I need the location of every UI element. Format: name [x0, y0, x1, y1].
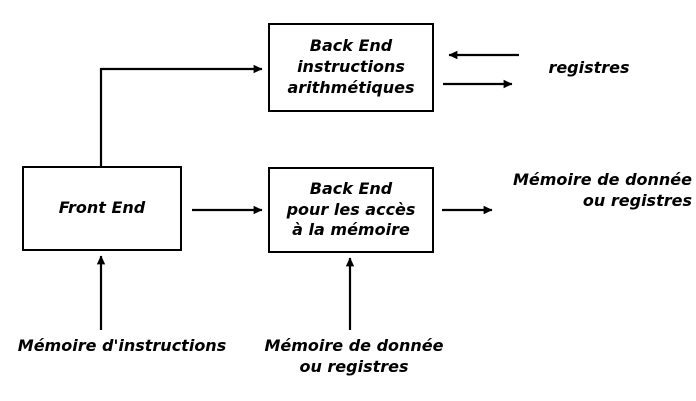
- edge-front-end-to-back-end-arith: [99, 64, 263, 166]
- node-line: arithmétiques: [287, 77, 415, 97]
- node-line: à la mémoire: [292, 220, 410, 240]
- label-line: ou registres: [299, 356, 409, 376]
- node-line: Back End: [309, 36, 393, 56]
- label-registres: registres: [524, 58, 654, 79]
- label-line: ou registres: [582, 190, 692, 210]
- label-memoire-instructions: Mémoire d'instructions: [8, 336, 236, 357]
- label-memoire-donnee-registres-bottom: Mémoire de donnée ou registres: [258, 336, 450, 378]
- label-line: Mémoire d'instructions: [17, 336, 227, 355]
- node-front-end[interactable]: Front End: [22, 166, 182, 251]
- node-back-end-arithmetic[interactable]: Back End instructions arithmétiques: [268, 23, 434, 112]
- node-line: pour les accès: [286, 199, 416, 219]
- node-back-end-memory[interactable]: Back End pour les accès à la mémoire: [268, 167, 434, 253]
- node-line: Back End: [309, 178, 393, 198]
- node-line: instructions: [297, 57, 405, 77]
- label-line: registres: [548, 58, 630, 77]
- label-line: Mémoire de donnée: [512, 170, 692, 189]
- node-line: Front End: [58, 198, 146, 218]
- label-memoire-donnee-registres-right: Mémoire de donnée ou registres: [486, 170, 692, 212]
- label-line: Mémoire de donnée: [264, 336, 444, 355]
